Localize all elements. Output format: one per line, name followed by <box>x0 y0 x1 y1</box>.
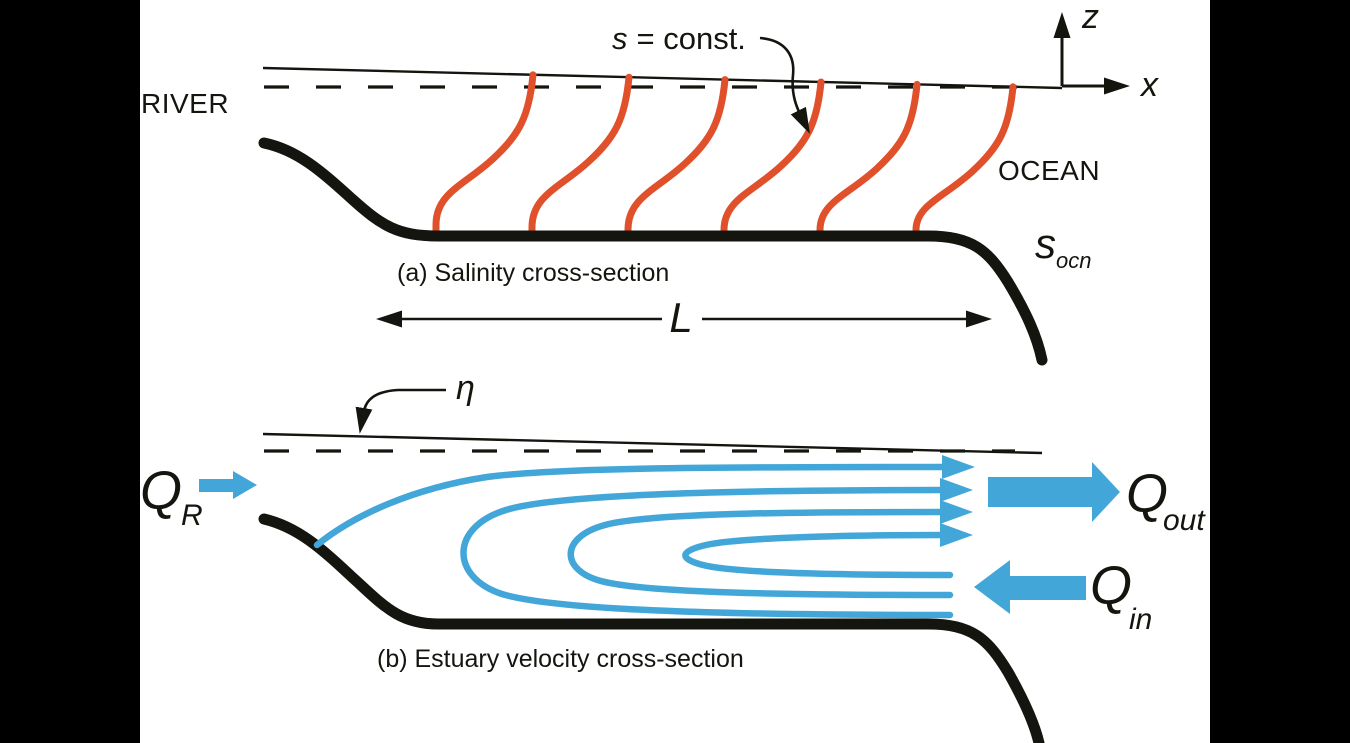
length-symbol: L <box>669 294 692 341</box>
q-in-subscript: in <box>1129 603 1152 636</box>
isohaline-curve <box>720 78 825 237</box>
x-axis-label: x <box>1139 66 1159 104</box>
q-river-arrow <box>199 471 257 499</box>
panel-a-caption: (a) Salinity cross-section <box>397 259 669 287</box>
q-in-arrow <box>974 560 1086 614</box>
q-out-symbol: Q <box>1126 464 1168 524</box>
salinity-symbol: s <box>612 21 628 56</box>
salinity-const-label: s = const. <box>612 21 746 56</box>
streamline-river-surface <box>313 455 975 549</box>
q-river-symbol: Q <box>140 461 182 521</box>
ocean-label: OCEAN <box>998 155 1100 186</box>
streamline-loop-middle <box>567 500 973 599</box>
q-in-symbol: Q <box>1090 556 1132 616</box>
white-plot-area <box>140 0 1210 743</box>
streamline-loop-inner <box>682 523 973 579</box>
estuary-bed-a <box>258 137 1048 366</box>
salinity-const-text: = const. <box>637 21 746 56</box>
panel-b-caption: (b) Estuary velocity cross-section <box>377 645 744 673</box>
isohaline-annotation-arrow <box>759 36 810 134</box>
eta-annotation-arrow <box>355 388 446 434</box>
q-river-subscript: R <box>181 499 203 532</box>
ocean-salinity-subscript: ocn <box>1056 248 1091 273</box>
q-out-subscript: out <box>1163 504 1206 537</box>
q-out-arrow <box>988 462 1120 522</box>
isohaline-curve <box>624 76 729 237</box>
water-surface-line-a <box>262 66 1063 90</box>
river-label: RIVER <box>141 88 229 119</box>
isohaline-curve <box>432 71 537 237</box>
ocean-salinity-symbol: s <box>1035 220 1056 267</box>
estuary-bed-b <box>258 513 1045 743</box>
streamline-loop-outer <box>460 478 973 619</box>
isohaline-group <box>432 71 1017 237</box>
z-axis-label: z <box>1081 0 1099 36</box>
isohaline-curve <box>528 73 633 237</box>
isohaline-curve <box>912 83 1017 237</box>
eta-label: η <box>456 369 475 407</box>
isohaline-curve <box>816 80 921 237</box>
